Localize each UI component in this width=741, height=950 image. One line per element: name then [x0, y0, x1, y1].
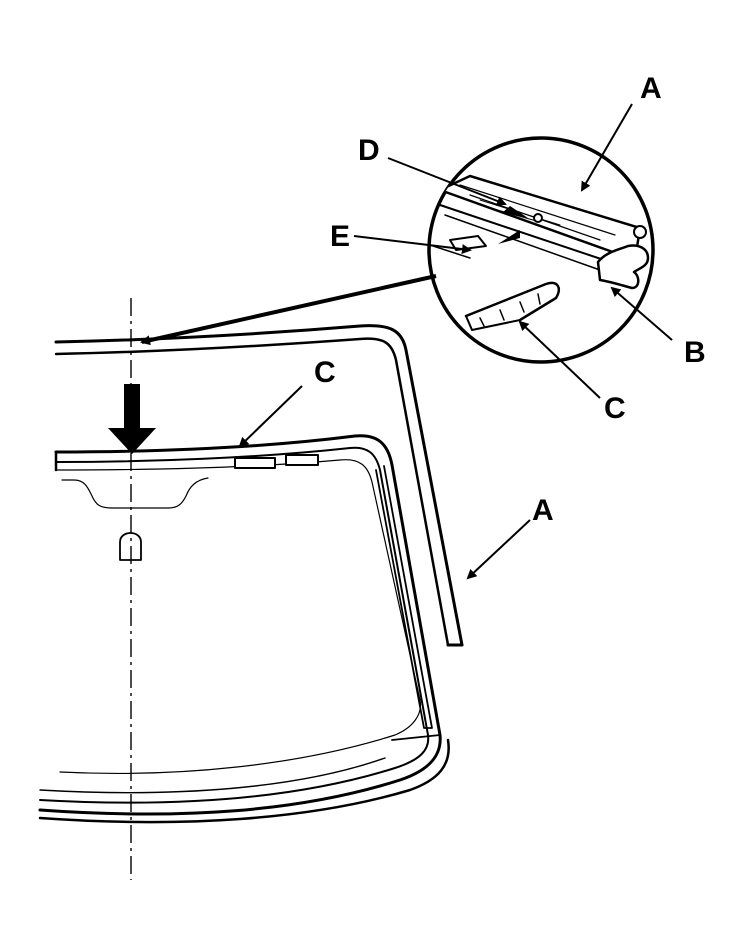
callout-a-detail: A — [640, 72, 662, 105]
mirror-mount-area — [61, 477, 209, 561]
windshield-glass — [38, 434, 450, 824]
callout-a-molding: A — [532, 494, 554, 527]
molding-a-strip — [54, 324, 464, 647]
callout-c-windshield: C — [314, 356, 336, 389]
callout-d: D — [358, 134, 380, 167]
callout-c-detail: C — [604, 392, 626, 425]
callout-e: E — [330, 220, 350, 253]
install-direction-arrow — [108, 384, 156, 454]
callout-leaders — [238, 103, 673, 580]
detail-leader-line — [140, 274, 437, 346]
callout-b: B — [684, 336, 706, 369]
detail-magnifier — [427, 136, 655, 364]
